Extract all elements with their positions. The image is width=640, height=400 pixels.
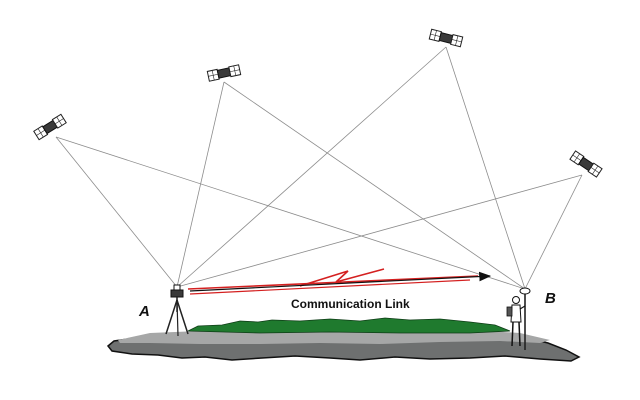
satellite-icon [428, 28, 464, 48]
sight-line-sat2-a [176, 81, 225, 288]
red-link-arrow-icon [187, 268, 492, 295]
sight-line-sat4-a [176, 174, 583, 288]
sight-line-sat3-a [176, 46, 447, 288]
station-a-label: A [138, 303, 150, 320]
sight-line-sat1-a [55, 136, 178, 288]
satellite-icon [569, 150, 603, 178]
lightning-bolt-icon [299, 268, 385, 287]
sight-line-sat4-b [524, 174, 583, 290]
sight-line-sat3-b [445, 46, 526, 290]
satellite-icon [206, 64, 242, 82]
station-b-label: B [545, 290, 556, 307]
terrain-grass [187, 317, 511, 334]
satellite-icon [33, 113, 67, 141]
communication-link-label: Communication Link [291, 297, 410, 311]
sight-lines [55, 46, 583, 290]
sight-line-sat1-b [55, 136, 526, 290]
sight-line-sat2-b [223, 81, 526, 290]
tripod-receiver-icon [165, 284, 189, 337]
terrain [106, 317, 581, 362]
rover-surveyor-icon [506, 287, 531, 350]
